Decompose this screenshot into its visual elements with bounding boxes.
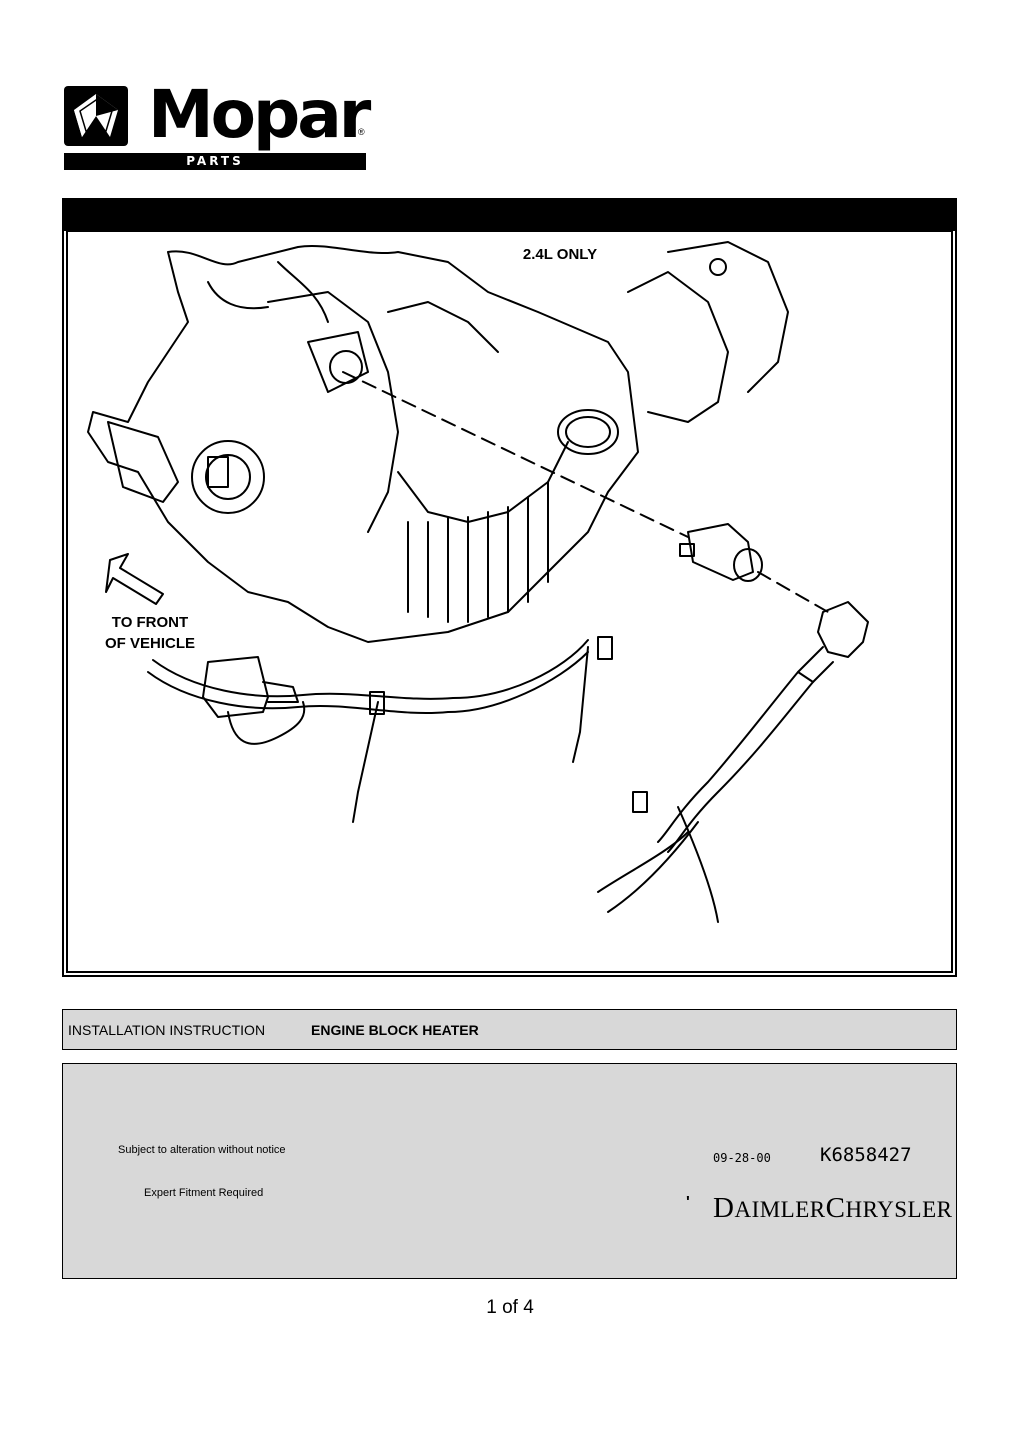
revision-date: 09-28-00 — [713, 1151, 771, 1165]
company-initial-d: D — [713, 1192, 735, 1224]
footer-panel: Subject to alteration without notice Exp… — [62, 1063, 957, 1279]
title-value: ENGINE BLOCK HEATER — [311, 1022, 479, 1038]
pentastar-icon — [64, 86, 128, 146]
alteration-notice: Subject to alteration without notice — [118, 1144, 286, 1156]
engine-block-heater-illustration — [87, 241, 869, 923]
company-word-hrysler: HRYSLER — [845, 1197, 953, 1222]
title-label: INSTALLATION INSTRUCTION — [68, 1022, 266, 1038]
figure-inner-frame — [66, 230, 953, 973]
part-number: K6858427 — [820, 1144, 912, 1166]
fitment-notice: Expert Fitment Required — [144, 1187, 264, 1199]
installation-title-bar: INSTALLATION INSTRUCTION ENGINE BLOCK HE… — [62, 1009, 957, 1050]
figure-header-bar — [62, 198, 957, 231]
parts-bar — [64, 153, 366, 170]
mopar-parts-logo: Mopar ® PARTS — [64, 76, 371, 172]
parts-label: PARTS — [186, 154, 244, 168]
direction-label-line1: TO FRONT — [111, 614, 189, 631]
engine-variant-label: 2.4L ONLY — [522, 246, 598, 263]
direction-label-line2: OF VEHICLE — [104, 635, 195, 652]
company-initial-c: C — [825, 1192, 846, 1224]
mopar-wordmark: Mopar — [148, 76, 371, 153]
registered-mark: ® — [358, 127, 365, 137]
tick-mark: ' — [686, 1194, 690, 1211]
page-number: 1 of 4 — [486, 1297, 534, 1318]
daimlerchrysler-logo: DAIMLERCHRYSLER — [713, 1192, 953, 1225]
company-word-aimler: AIMLER — [734, 1197, 826, 1222]
